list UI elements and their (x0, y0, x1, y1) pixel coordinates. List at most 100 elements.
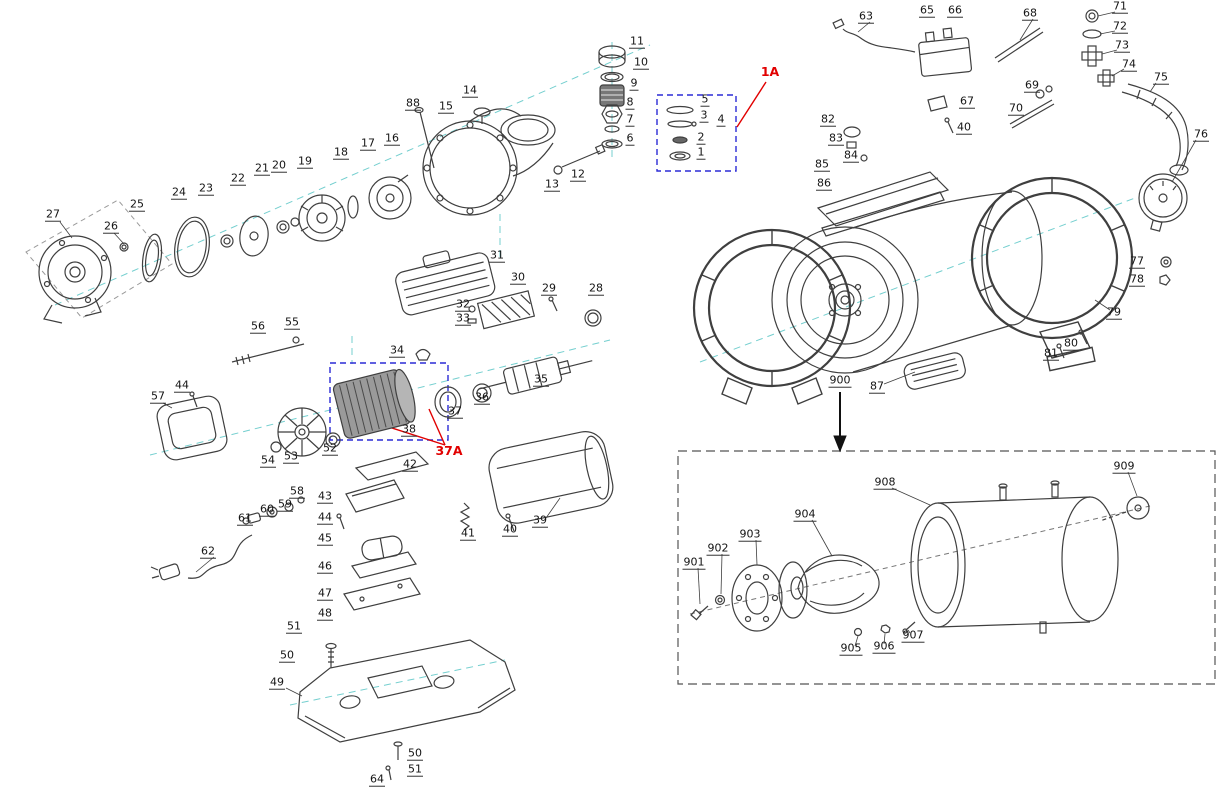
part-washer-902 (714, 594, 726, 606)
part-oring-24 (174, 216, 210, 278)
part-33 (467, 318, 477, 324)
part-10 (600, 71, 624, 83)
part-shell-39 (488, 431, 614, 524)
part-screw-40a (505, 513, 515, 532)
part-ring-28 (584, 309, 602, 327)
part-clamp-79 (970, 176, 1134, 372)
part-cover-87 (903, 352, 966, 390)
part-rear-cover-57 (156, 395, 228, 461)
construction-lines (54, 42, 1136, 706)
part-cover-31 (395, 250, 496, 316)
part-diffuser-16-17 (368, 174, 412, 220)
part-58 (297, 496, 305, 504)
tank-assembly (692, 9, 1189, 405)
dashed-parallelogram-27 (25, 199, 173, 319)
part-7 (604, 125, 620, 133)
part-907 (902, 621, 916, 634)
part-elbow-75 (1121, 83, 1189, 176)
part-nut-8 (601, 104, 623, 124)
part-tee-73 (1081, 45, 1103, 67)
part-nut-26 (119, 242, 129, 252)
part-905 (853, 627, 863, 637)
leader-1a (736, 81, 767, 128)
part-bearing-52 (325, 432, 341, 448)
part-pipe-70 (1009, 99, 1055, 129)
part-23 (220, 234, 234, 248)
part-pressure-switch-65-66 (918, 27, 973, 77)
part-18 (347, 195, 359, 219)
part-plate-47 (343, 577, 421, 611)
part-wire-63 (832, 18, 916, 53)
part-bladder-904 (778, 554, 880, 619)
part-21 (276, 220, 290, 234)
suction-kit (598, 45, 626, 149)
dashed-box-1a (656, 94, 737, 172)
part-screw-32 (468, 305, 476, 313)
part-bearing-36 (472, 383, 492, 403)
part-82-83-84 (843, 126, 868, 162)
part-screw-44a (189, 391, 198, 408)
pump-assembly (38, 45, 697, 781)
inset-dashed-box (677, 450, 1216, 685)
part-strip-85 (821, 191, 945, 237)
part-bracket-27 (38, 235, 112, 324)
part-gasket-42 (354, 451, 430, 481)
part-pump-housing-15 (422, 108, 556, 216)
part-906 (880, 624, 891, 634)
part-screw-29 (548, 296, 558, 312)
part-59 (284, 502, 294, 512)
part-disc-909 (1099, 496, 1150, 522)
part-1 (669, 151, 691, 161)
valve-kit-1-5 (666, 105, 697, 161)
part-spring-41 (459, 502, 471, 531)
part-screw-64 (385, 765, 392, 781)
part-clamp-34 (415, 348, 431, 361)
part-tank-shell-908 (910, 480, 1119, 634)
part-gasket-46 (351, 551, 417, 579)
dashed-boxes (25, 94, 1216, 685)
part-cord-62 (150, 534, 253, 581)
part-77-78 (1159, 256, 1172, 286)
part-3 (667, 120, 693, 128)
dashed-box-37a (329, 362, 449, 441)
arrow-900 (833, 392, 847, 453)
part-71 (1085, 9, 1099, 23)
part-screw-80 (1078, 329, 1088, 345)
leader-lines (59, 11, 1197, 697)
part-grille-30 (476, 290, 536, 330)
leader-37a-right (428, 408, 446, 446)
part-bolt-901 (690, 605, 709, 621)
part-screw-81 (1056, 343, 1065, 359)
part-disc-22 (239, 215, 269, 257)
part-screw-40b (944, 117, 954, 134)
part-seal-25 (141, 233, 163, 283)
part-72 (1082, 29, 1102, 39)
part-5 (666, 105, 694, 115)
part-60 (266, 506, 278, 518)
part-stator-38 (332, 368, 416, 439)
part-pipe-68 (994, 27, 1044, 63)
red-callout-lines (366, 81, 767, 446)
part-clamp-left (692, 228, 852, 405)
part-fan-53 (277, 407, 327, 457)
part-impeller-19 (298, 194, 346, 242)
part-capacitor-45 (361, 535, 403, 561)
part-bracket-67 (927, 95, 948, 112)
part-rotor-35 (478, 356, 593, 395)
part-screw-44b (336, 513, 345, 530)
part-4 (691, 121, 697, 127)
part-6 (601, 139, 623, 149)
part-flange-903 (731, 564, 783, 632)
part-2 (672, 136, 688, 144)
part-shield-37 (434, 386, 462, 418)
part-bolt-12-13 (553, 143, 606, 175)
part-hose-9 (599, 84, 625, 107)
part-stud-55-56 (231, 336, 305, 366)
part-bolt-50a (325, 642, 337, 668)
part-handle-86 (816, 171, 950, 237)
part-plug-14 (473, 107, 491, 124)
part-bolt-50b (393, 741, 403, 760)
part-20 (290, 217, 300, 227)
